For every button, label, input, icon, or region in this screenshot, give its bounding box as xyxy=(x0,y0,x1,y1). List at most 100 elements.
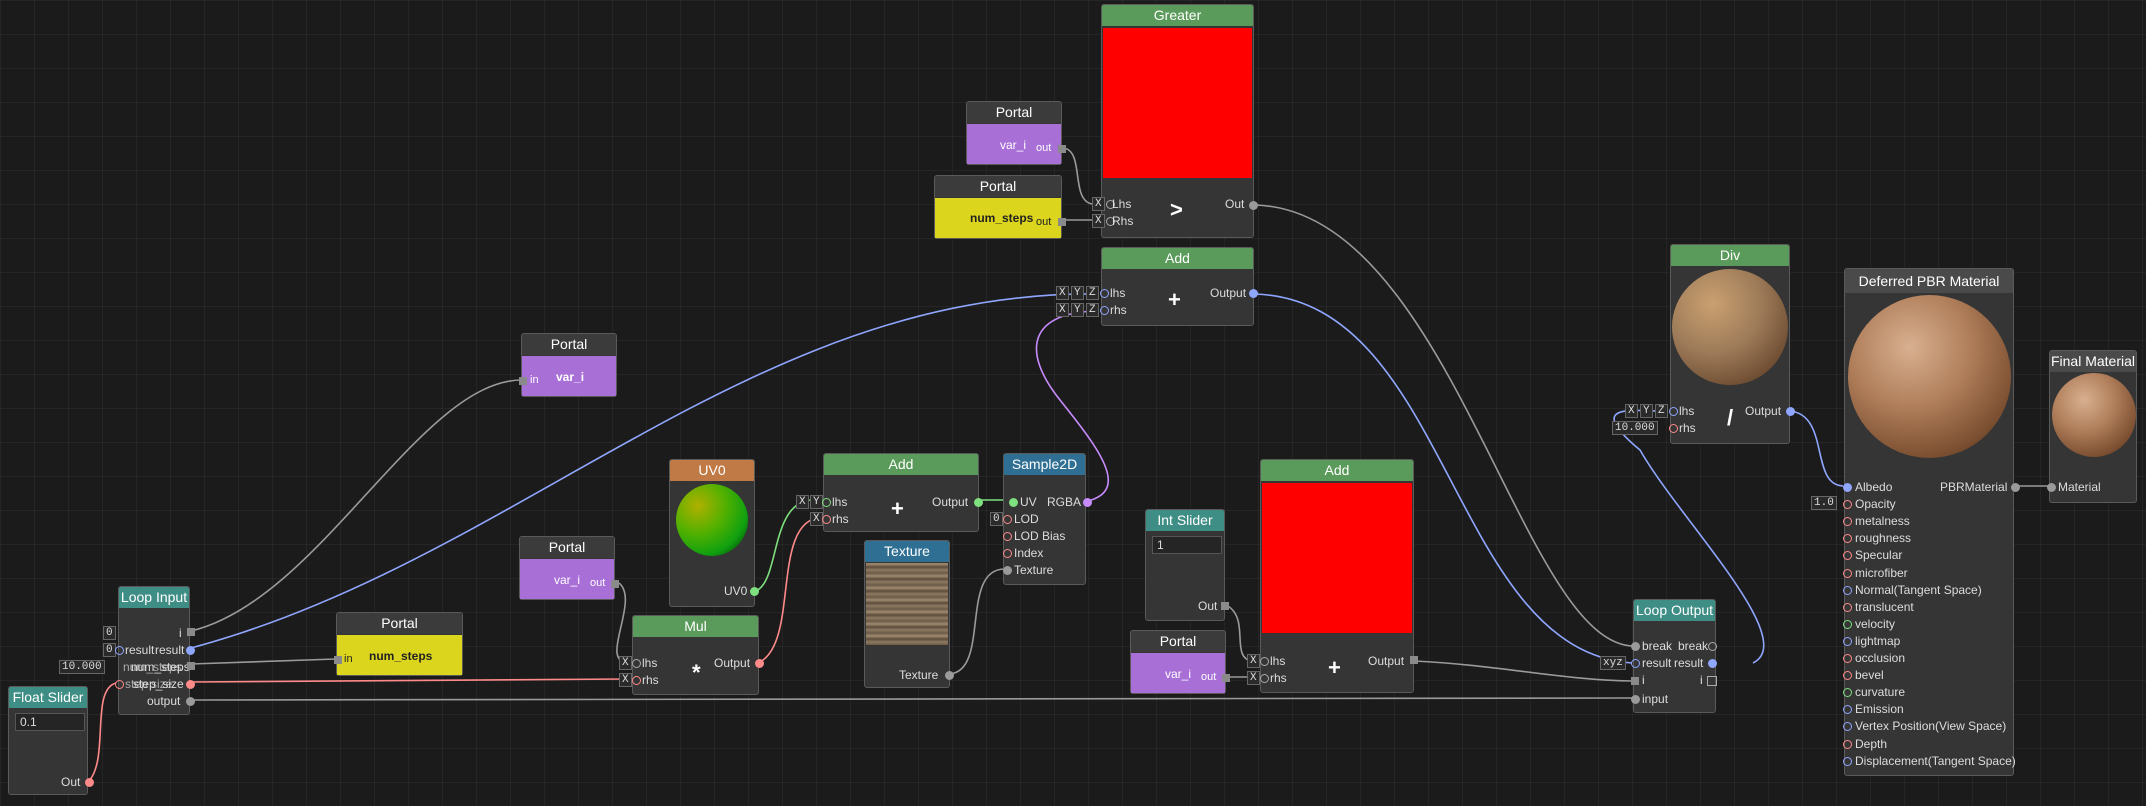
pbr-input-row[interactable]: roughness xyxy=(1843,531,2005,547)
lhs-socket[interactable] xyxy=(822,498,831,507)
lhs-axis-z[interactable]: Z xyxy=(1086,286,1099,300)
lhs-socket[interactable] xyxy=(1106,200,1115,209)
output-socket[interactable] xyxy=(1249,201,1258,210)
rhs-axis[interactable]: X xyxy=(619,673,632,687)
index-socket[interactable] xyxy=(1003,549,1012,558)
float-slider-field[interactable]: 0.1 xyxy=(15,713,85,731)
pbr-input-socket[interactable] xyxy=(1843,500,1852,510)
rhs-axis-y[interactable]: Y xyxy=(1071,303,1084,317)
pbr-input-socket[interactable] xyxy=(1843,619,1852,629)
num-steps-value[interactable]: 10.000 xyxy=(59,660,105,674)
i-value[interactable]: 0 xyxy=(103,626,116,640)
pbr-input-row[interactable]: Displacement(Tangent Space) xyxy=(1843,754,2016,770)
loop-input-node[interactable]: Loop Input 0 0 result 10.000 num_steps s… xyxy=(59,586,195,715)
pbr-input-row[interactable]: Normal(Tangent Space) xyxy=(1843,583,2005,599)
uv0-node[interactable]: UV0 UV0 xyxy=(669,459,759,607)
greater-node[interactable]: Greater X Lhs X Rhs > Out xyxy=(1092,4,1258,238)
pbr-input-socket[interactable] xyxy=(1843,534,1852,544)
material-socket[interactable] xyxy=(2047,483,2056,492)
output-socket[interactable] xyxy=(945,671,954,680)
pbr-input-row[interactable]: velocity xyxy=(1843,617,2005,633)
portal-in-socket[interactable] xyxy=(519,377,527,385)
result-out-socket[interactable] xyxy=(1708,659,1717,668)
rhs-axis[interactable]: X xyxy=(1092,214,1105,228)
portal-in-socket[interactable] xyxy=(334,656,342,664)
lhs-axis-y[interactable]: Y xyxy=(1640,404,1653,418)
output-socket[interactable] xyxy=(1249,289,1258,298)
portal-out-socket[interactable] xyxy=(1058,145,1066,153)
output-socket[interactable] xyxy=(1786,407,1795,416)
result-in-socket[interactable] xyxy=(1631,659,1640,668)
output-socket[interactable] xyxy=(85,778,94,787)
output-socket[interactable] xyxy=(750,587,759,596)
pbr-input-row[interactable]: Emission xyxy=(1843,702,2005,718)
pbr-input-socket[interactable] xyxy=(1843,551,1852,561)
lhs-axis-z[interactable]: Z xyxy=(1655,404,1668,418)
pbr-input-socket[interactable] xyxy=(1843,602,1852,612)
mul-node[interactable]: Mul X lhs X rhs * Output xyxy=(619,615,764,695)
rhs-axis-x[interactable]: X xyxy=(1056,303,1069,317)
pbr-input-socket[interactable] xyxy=(1843,705,1852,715)
stepsize-in-socket[interactable] xyxy=(115,680,124,689)
lhs-axis-y[interactable]: Y xyxy=(1071,286,1084,300)
rhs-axis-x[interactable]: X xyxy=(810,512,823,526)
portal-num-steps-in-node[interactable]: Portal in num_steps xyxy=(334,612,463,676)
output-socket[interactable] xyxy=(755,659,764,668)
pbr-input-row[interactable]: Vertex Position(View Space) xyxy=(1843,719,2006,735)
break-in-socket[interactable] xyxy=(1631,642,1640,651)
opacity-value[interactable]: 1.0 xyxy=(1811,496,1837,510)
result-value[interactable]: 0 xyxy=(103,643,116,657)
pbr-input-socket[interactable] xyxy=(1843,568,1852,578)
pbr-input-socket[interactable] xyxy=(1843,654,1852,663)
int-slider-field[interactable]: 1 xyxy=(1152,536,1222,554)
portal-out-socket[interactable] xyxy=(1058,218,1066,226)
pbr-input-row[interactable]: metalness xyxy=(1843,514,2005,530)
step-size-socket[interactable] xyxy=(186,680,195,689)
pbr-input-socket[interactable] xyxy=(1843,688,1852,698)
pbr-input-row[interactable]: curvature xyxy=(1843,685,2005,701)
texture-node[interactable]: Texture Texture xyxy=(864,540,954,688)
pbr-input-row[interactable]: lightmap xyxy=(1843,634,2005,650)
lhs-socket[interactable] xyxy=(1100,289,1109,298)
add-node-red[interactable]: Add X lhs X rhs + Output xyxy=(1247,459,1418,693)
input-socket[interactable] xyxy=(1631,695,1640,704)
loop-output-node[interactable]: Loop Output break break xyz result resul… xyxy=(1600,599,1717,713)
pbr-input-row[interactable]: microfiber xyxy=(1843,566,2005,582)
pbr-output-socket[interactable] xyxy=(2011,483,2020,492)
pbr-input-socket[interactable] xyxy=(1843,756,1852,766)
pbr-input-socket[interactable] xyxy=(1843,722,1852,732)
final-material-node[interactable]: Final Material Material xyxy=(2047,350,2137,503)
lhs-socket[interactable] xyxy=(1260,657,1269,666)
rhs-socket[interactable] xyxy=(1260,674,1269,683)
float-slider-node[interactable]: Float Slider 0.1 Out xyxy=(8,686,94,795)
rhs-axis[interactable]: X xyxy=(1247,671,1260,685)
pbr-input-row[interactable]: translucent xyxy=(1843,600,2005,616)
portal-var-i-in-node[interactable]: Portal in var_i xyxy=(519,333,617,397)
pbr-input-row[interactable]: Albedo xyxy=(1843,480,2005,496)
rhs-axis-z[interactable]: Z xyxy=(1086,303,1099,317)
lhs-axis-x[interactable]: X xyxy=(796,495,809,509)
rhs-socket[interactable] xyxy=(822,515,831,524)
pbr-input-socket[interactable] xyxy=(1843,671,1852,681)
i-in-socket[interactable] xyxy=(1631,677,1639,685)
rhs-socket[interactable] xyxy=(632,676,641,685)
i-socket[interactable] xyxy=(187,628,195,636)
portal-var-i-node[interactable]: Portal var_i out xyxy=(966,101,1066,165)
i-out-socket[interactable] xyxy=(1707,676,1717,686)
output-socket[interactable] xyxy=(186,697,195,706)
lhs-axis[interactable]: X xyxy=(619,656,632,670)
lhs-socket[interactable] xyxy=(632,659,641,668)
lhs-axis[interactable]: X xyxy=(1092,197,1105,211)
pbr-input-row[interactable]: Specular xyxy=(1843,548,2005,564)
rgba-socket[interactable] xyxy=(1083,498,1092,507)
rhs-socket[interactable] xyxy=(1669,424,1678,433)
output-socket[interactable] xyxy=(1410,656,1418,664)
break-out-socket[interactable] xyxy=(1708,642,1717,651)
lod-value[interactable]: 0 xyxy=(990,512,1003,526)
portal-out-socket[interactable] xyxy=(611,580,619,588)
pbr-input-socket[interactable] xyxy=(1843,517,1852,527)
result-in-socket[interactable] xyxy=(115,646,124,655)
rhs-socket[interactable] xyxy=(1100,306,1109,315)
pbr-input-row[interactable]: Depth xyxy=(1843,737,2005,753)
num-steps-socket[interactable] xyxy=(187,662,195,670)
